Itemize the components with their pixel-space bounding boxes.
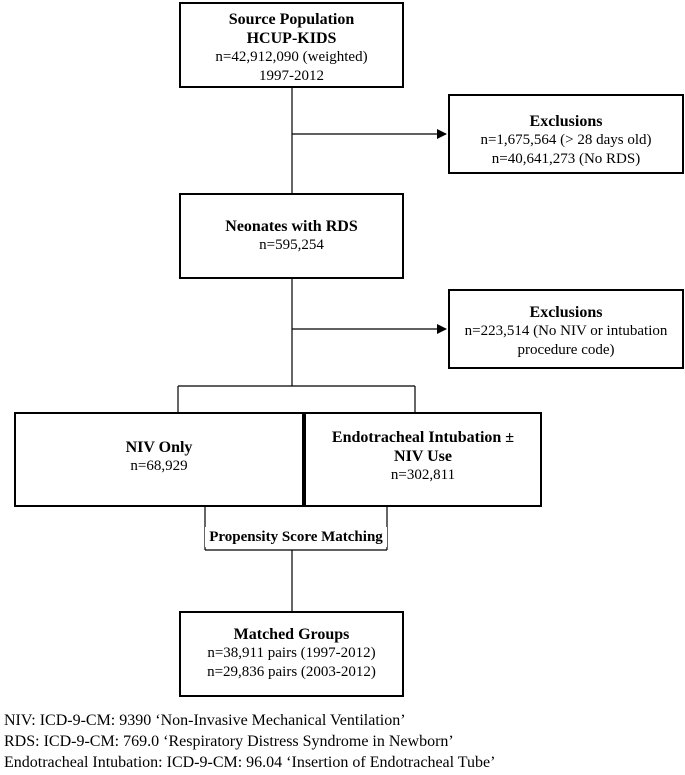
exclusions-1-line2: n=40,641,273 (No RDS) (491, 151, 641, 167)
source-subtitle: HCUP-KIDS (246, 30, 337, 47)
rds-count: n=595,254 (259, 237, 324, 253)
intubation-box: Endotracheal Intubation ± NIV Use n=302,… (304, 412, 542, 507)
exclusions-2-line2: procedure code) (517, 342, 615, 358)
matched-groups-box: Matched Groups n=38,911 pairs (1997-2012… (179, 611, 404, 697)
niv-only-count: n=68,929 (130, 458, 188, 474)
intubation-count: n=302,811 (390, 467, 456, 483)
rds-title: Neonates with RDS (225, 218, 358, 235)
matched-line2: n=29,836 pairs (2003-2012) (207, 664, 376, 680)
footnote-niv: NIV: ICD-9-CM: 9390 ‘Non-Invasive Mechan… (4, 712, 406, 729)
exclusions-1-title: Exclusions (529, 113, 603, 130)
source-count: n=42,912,090 (weighted) (215, 49, 368, 65)
matched-line1: n=38,911 pairs (1997-2012) (207, 645, 376, 661)
exclusions-box-1: Exclusions n=1,675,564 (> 28 days old) n… (448, 94, 684, 174)
source-population-box: Source Population HCUP-KIDS n=42,912,090… (179, 2, 404, 88)
niv-only-title: NIV Only (125, 439, 193, 456)
intubation-title-2: NIV Use (394, 448, 452, 465)
exclusions-1-line1: n=1,675,564 (> 28 days old) (480, 132, 652, 148)
exclusions-2-line1: n=223,514 (No NIV or intubation (464, 323, 668, 339)
intubation-title-1: Endotracheal Intubation ± (331, 429, 515, 446)
footnote-rds: RDS: ICD-9-CM: 769.0 ‘Respiratory Distre… (4, 733, 454, 750)
exclusions-box-2: Exclusions n=223,514 (No NIV or intubati… (448, 289, 684, 369)
source-title: Source Population (228, 11, 355, 28)
footnotes: NIV: ICD-9-CM: 9390 ‘Non-Invasive Mechan… (4, 710, 495, 773)
neonates-rds-box: Neonates with RDS n=595,254 (179, 193, 404, 279)
matched-title: Matched Groups (233, 626, 350, 643)
niv-only-box: NIV Only n=68,929 (14, 412, 304, 507)
footnote-intubation: Endotracheal Intubation: ICD-9-CM: 96.04… (4, 754, 496, 771)
exclusions-2-title: Exclusions (529, 304, 603, 321)
propensity-score-label: Propensity Score Matching (205, 527, 387, 547)
source-years: 1997-2012 (259, 68, 324, 84)
